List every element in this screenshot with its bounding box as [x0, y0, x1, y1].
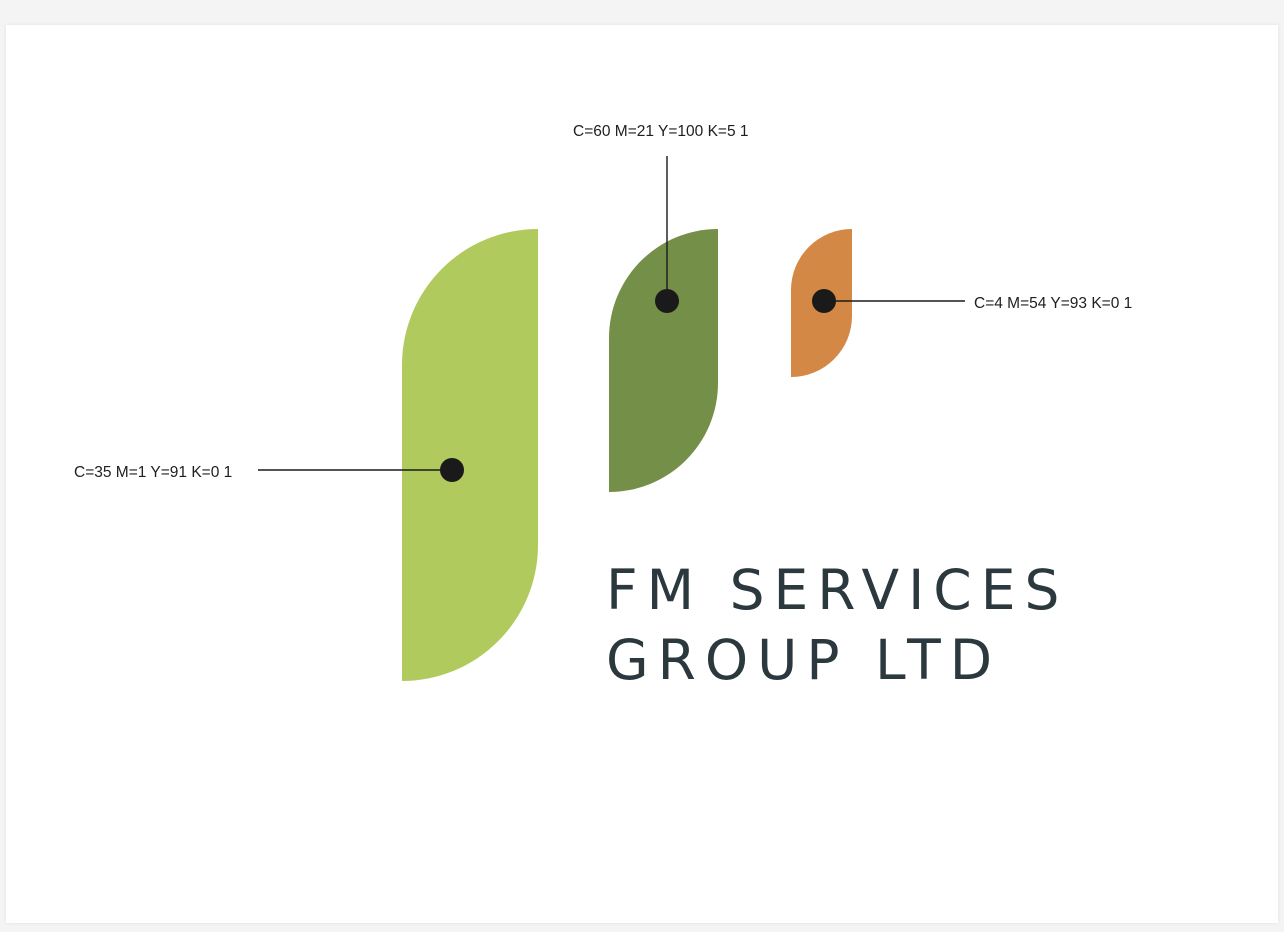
orange-callout-dot [812, 289, 836, 313]
dark-green-callout-dot [655, 289, 679, 313]
light-green-leaf-shape [402, 229, 538, 681]
orange-cmyk-label: C=4 M=54 Y=93 K=0 1 [974, 295, 1132, 312]
brand-name-line-1: FM SERVICES [606, 558, 1068, 622]
dark-green-leaf-shape [609, 229, 718, 492]
brand-name-line-2: GROUP LTD [606, 628, 1001, 692]
light-green-cmyk-label: C=35 M=1 Y=91 K=0 1 [74, 464, 232, 481]
dark-green-cmyk-label: C=60 M=21 Y=100 K=5 1 [573, 123, 749, 140]
light-green-callout-dot [440, 458, 464, 482]
